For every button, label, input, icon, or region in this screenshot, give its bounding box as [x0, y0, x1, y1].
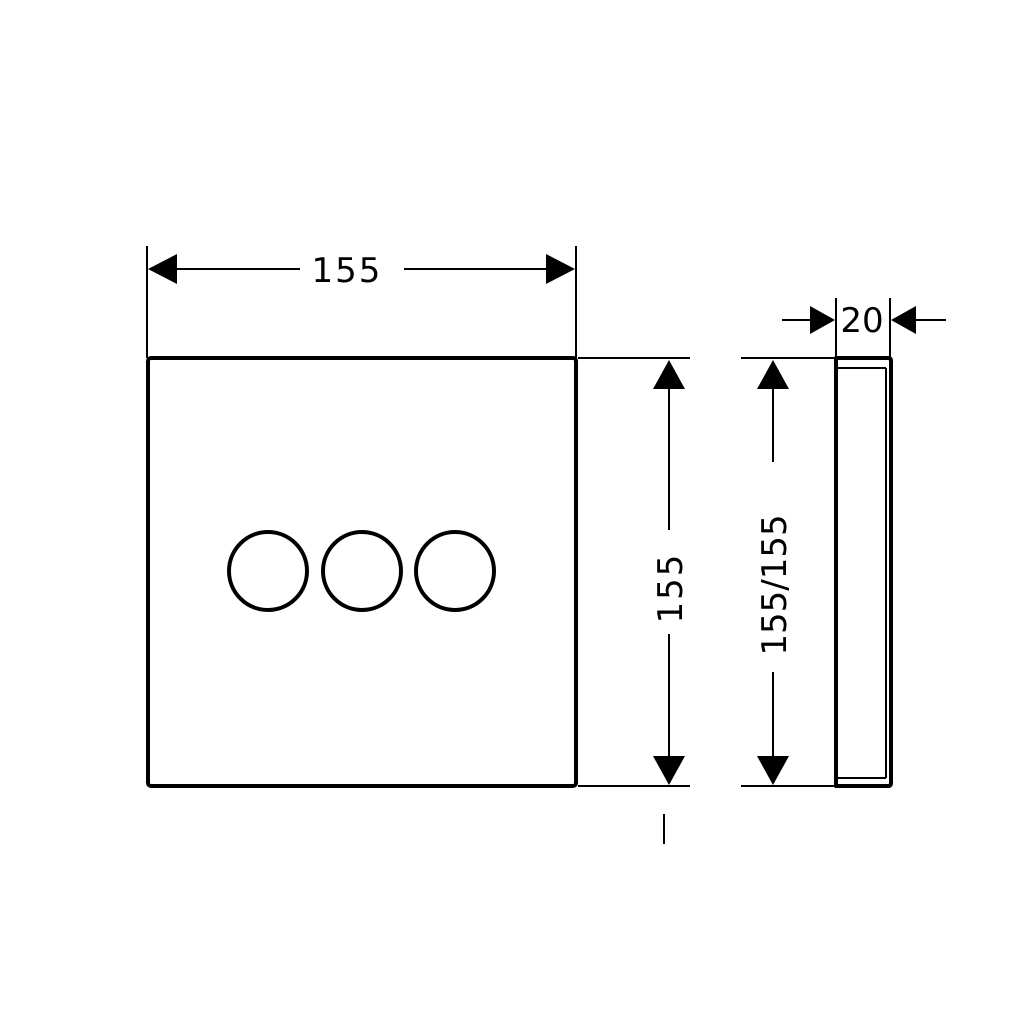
side-height-dimension: 155/155 — [741, 357, 836, 787]
depth-label: 20 — [840, 301, 883, 341]
front-view — [146, 356, 578, 788]
front-plate-outline — [146, 356, 578, 788]
width-dimension: 155 — [146, 246, 577, 358]
depth-arrowhead-right — [891, 306, 916, 334]
depth-dimension: 20 — [782, 298, 946, 358]
side-arrowhead-down — [757, 756, 789, 785]
push-button-3 — [414, 530, 496, 612]
push-button-1 — [227, 530, 309, 612]
arrowhead-right — [546, 254, 575, 284]
front-height-label: 155 — [651, 553, 691, 624]
side-arrowhead-up — [757, 360, 789, 389]
width-label: 155 — [312, 251, 383, 291]
depth-arrowhead-left — [810, 306, 835, 334]
arrowhead-up — [653, 360, 685, 389]
arrowhead-left — [148, 254, 177, 284]
push-button-2 — [321, 530, 403, 612]
side-plate-outline — [834, 356, 893, 788]
side-height-label: 155/155 — [755, 514, 795, 655]
button-group — [227, 530, 496, 612]
front-height-dimension: 155 — [578, 357, 691, 844]
arrowhead-down — [653, 756, 685, 785]
side-view — [834, 356, 893, 788]
